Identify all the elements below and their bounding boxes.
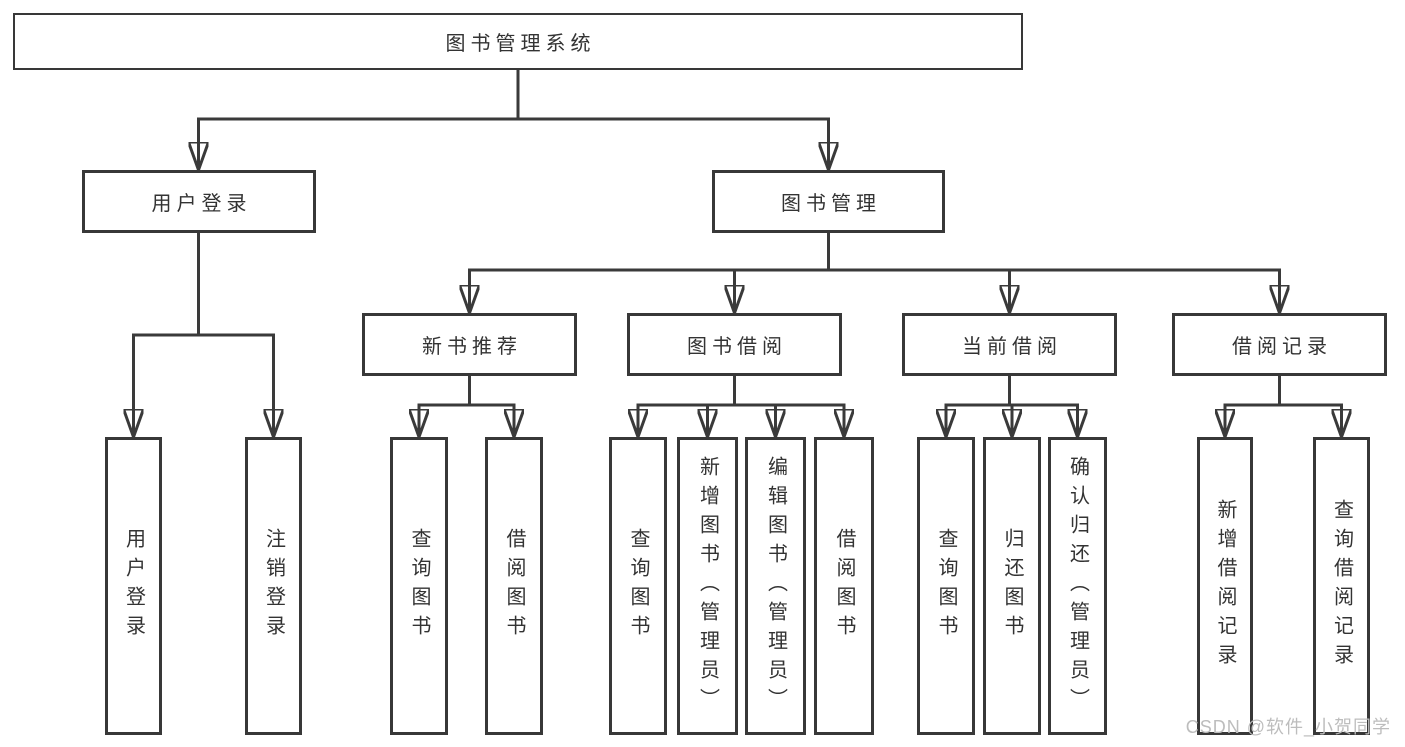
node-user-login: 用户登录 bbox=[82, 170, 316, 233]
node-label: 图书管理系统 bbox=[445, 33, 596, 55]
leaf-confirm-return-admin: 确认归还（管理员） bbox=[1048, 437, 1107, 735]
node-label: 图书借阅 bbox=[687, 336, 787, 358]
leaf-edit-books-admin: 编辑图书（管理员） bbox=[745, 437, 806, 735]
leaf-borrow-books-recommend: 借阅图书 bbox=[485, 437, 543, 735]
leaf-label: 注销登录 bbox=[262, 528, 285, 644]
leaf-add-books-admin: 新增图书（管理员） bbox=[677, 437, 738, 735]
leaf-label: 编辑图书（管理员） bbox=[764, 455, 787, 717]
node-borrowing-records: 借阅记录 bbox=[1172, 313, 1387, 376]
leaf-label: 借阅图书 bbox=[503, 528, 525, 644]
leaf-add-borrow-record: 新增借阅记录 bbox=[1197, 437, 1253, 735]
leaf-label: 查询图书 bbox=[408, 528, 430, 644]
connector-book-management-to-level3 bbox=[470, 231, 1280, 314]
node-book-borrowing: 图书借阅 bbox=[627, 313, 842, 376]
leaf-user-login: 用户登录 bbox=[105, 437, 162, 735]
node-label: 用户登录 bbox=[151, 193, 252, 215]
node-current-borrowing: 当前借阅 bbox=[902, 313, 1117, 376]
leaf-search-books-current: 查询图书 bbox=[917, 437, 975, 735]
leaf-return-books: 归还图书 bbox=[983, 437, 1041, 735]
node-label: 新书推荐 bbox=[422, 336, 522, 358]
leaf-label: 新增借阅记录 bbox=[1214, 499, 1236, 673]
connector-borrow-record-children bbox=[1225, 374, 1342, 438]
connector-book-borrow-children bbox=[638, 374, 844, 438]
leaf-label: 归还图书 bbox=[1001, 528, 1023, 644]
leaf-label: 用户登录 bbox=[122, 528, 145, 644]
leaf-label: 新增图书（管理员） bbox=[696, 455, 719, 717]
leaf-logout: 注销登录 bbox=[245, 437, 302, 735]
leaf-label: 查询借阅记录 bbox=[1330, 499, 1353, 673]
leaf-label: 借阅图书 bbox=[833, 528, 855, 644]
node-label: 借阅记录 bbox=[1232, 336, 1332, 358]
leaf-borrow-books: 借阅图书 bbox=[814, 437, 874, 735]
node-book-management: 图书管理 bbox=[712, 170, 945, 233]
node-library-management-system: 图书管理系统 bbox=[13, 13, 1023, 70]
connector-user-login-children bbox=[134, 231, 274, 438]
leaf-search-borrow-record: 查询借阅记录 bbox=[1313, 437, 1370, 735]
node-label: 图书管理 bbox=[781, 193, 881, 215]
leaf-label: 查询图书 bbox=[935, 528, 957, 644]
leaf-label: 确认归还（管理员） bbox=[1066, 455, 1089, 717]
connector-current-borrow-children bbox=[946, 374, 1078, 438]
csdn-watermark: CSDN @软件_小贺同学 bbox=[1185, 717, 1391, 737]
node-new-book-recommend: 新书推荐 bbox=[362, 313, 577, 376]
leaf-label: 查询图书 bbox=[627, 528, 649, 644]
connector-new-book-children bbox=[419, 374, 514, 438]
connector-root-to-level2 bbox=[199, 68, 829, 171]
leaf-search-books-recommend: 查询图书 bbox=[390, 437, 448, 735]
node-label: 当前借阅 bbox=[962, 336, 1062, 358]
leaf-search-books-borrowing: 查询图书 bbox=[609, 437, 667, 735]
